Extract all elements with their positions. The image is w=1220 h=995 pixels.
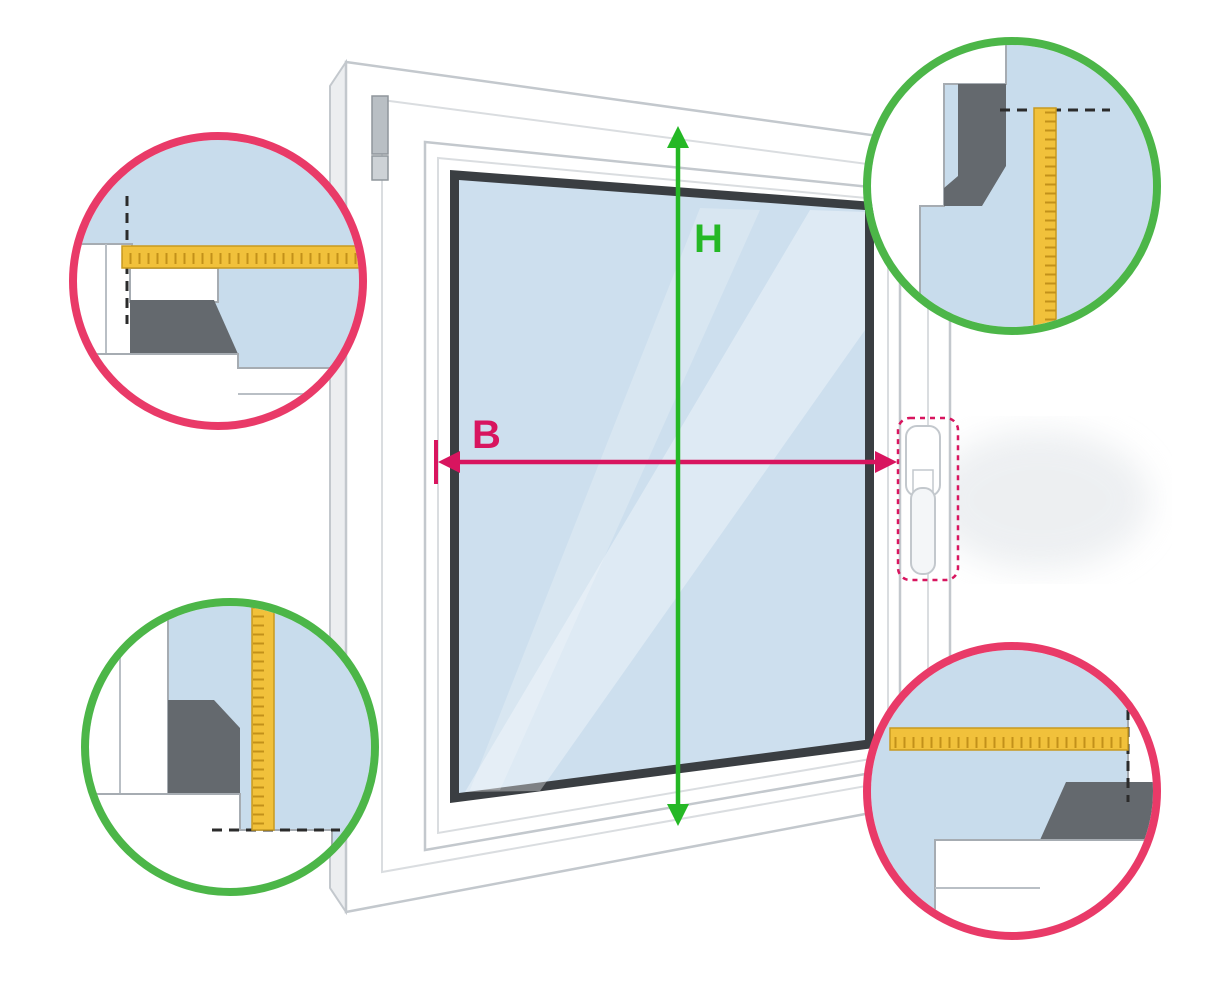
height-arrowhead-top xyxy=(667,126,689,148)
handle-highlight-outline xyxy=(896,416,960,582)
window-illustration xyxy=(329,58,952,916)
callout-br-tape-ticks xyxy=(890,728,1128,750)
width-arrowhead-left xyxy=(438,451,460,473)
callout-tr-frame-profile xyxy=(944,84,1006,206)
callout-tl-tape-ticks xyxy=(122,246,359,268)
callout-top-right xyxy=(863,37,1161,335)
callout-tr-tape-ticks xyxy=(1034,108,1056,327)
width-label: B xyxy=(472,413,501,457)
height-label: H xyxy=(694,217,723,261)
callout-br-border xyxy=(863,642,1161,940)
callout-bl-tape-ticks xyxy=(252,606,274,830)
height-measurement: H xyxy=(667,126,723,826)
callout-bottom-right xyxy=(863,642,1161,940)
callout-bl-border xyxy=(81,598,379,896)
callout-top-left xyxy=(69,132,367,430)
callout-tl-border xyxy=(69,132,367,430)
callout-tl-frame-face xyxy=(129,267,219,303)
window-shadow xyxy=(930,430,1150,570)
window-glass xyxy=(459,180,865,793)
window-hinge-icon xyxy=(371,95,389,155)
callout-tl-frame-profile xyxy=(130,300,238,354)
width-measurement: B xyxy=(434,413,897,484)
window-handle-group xyxy=(896,416,960,582)
height-arrowhead-bottom xyxy=(667,804,689,826)
glass-reflection xyxy=(465,210,865,792)
window-hinge-lower xyxy=(371,155,389,181)
callout-bl-frame-profile xyxy=(168,700,240,794)
glass-reflection-2 xyxy=(470,208,760,790)
width-arrowhead-right xyxy=(875,451,897,473)
handle-lever xyxy=(910,487,936,575)
callout-tr-border xyxy=(863,37,1161,335)
